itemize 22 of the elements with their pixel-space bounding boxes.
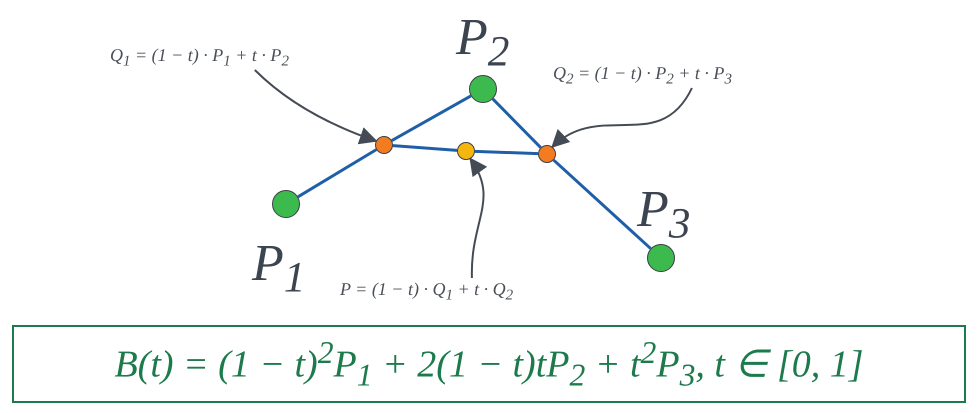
formula-box: B(t) = (1 − t)$^{2}$P$_{1}$ + 2(1 − t)tP$_{2}$ + t$^{2}$P$_{3}$, t ∈ [0, 1] [12,325,966,403]
formula-label: Q$_{2}$ = (1 − t) · P$_{2}$ + t · P$_{3}$ [553,62,838,88]
point-label: P$_{1}$ [252,236,306,304]
control-point [647,244,675,272]
leader-arrow [254,69,378,144]
polygon-segment [474,150,538,156]
polygon-segment [492,98,542,149]
point-label: P$_{2}$ [456,10,510,78]
curve-point [457,142,475,160]
polygon-segment [297,148,378,198]
polygon-segment [552,158,652,250]
leader-arrow [551,87,693,148]
control-point [469,75,497,103]
formula-label: Q$_{1}$ = (1 − t) · P$_{1}$ + t · P$_{2}$ [110,44,395,70]
formula-label: P = (1 − t) · Q$_{1}$ + t · Q$_{2}$ [340,278,620,304]
control-point [272,190,300,218]
leader-arrow [470,157,487,278]
polygon-segment [391,94,472,142]
point-label: P$_{3}$ [637,182,690,250]
polygon-segment [392,144,458,152]
interpolated-point [538,145,556,163]
interpolated-point [375,136,393,154]
